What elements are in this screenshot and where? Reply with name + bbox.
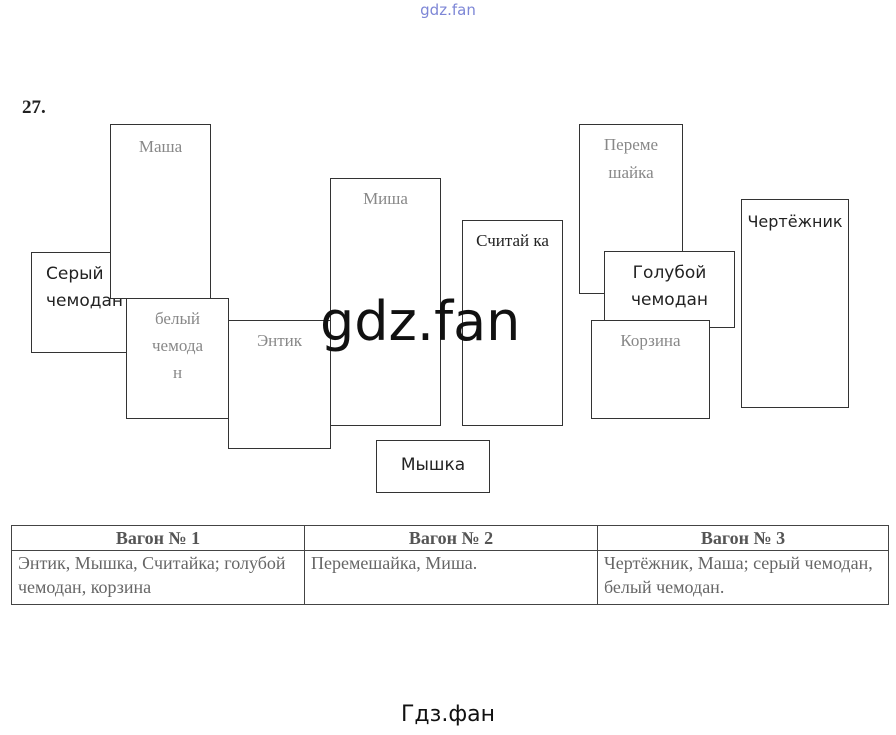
header-wagon-1: Вагон № 1 bbox=[11, 525, 305, 551]
box-schitaika: Считай ка bbox=[462, 220, 563, 426]
box-label: белый чемода н bbox=[151, 309, 204, 382]
box-korzina: Корзина bbox=[591, 320, 710, 419]
box-label: Чертёжник bbox=[747, 212, 843, 231]
box-myshka: Мышка bbox=[376, 440, 490, 493]
wagon-table: Вагон № 1 Вагон № 2 Вагон № 3 Энтик, Мыш… bbox=[11, 525, 889, 605]
box-label: Голубой чемодан bbox=[630, 263, 708, 310]
box-entik: Энтик bbox=[228, 320, 331, 449]
box-misha: Миша bbox=[330, 178, 441, 426]
header-wagon-2: Вагон № 2 bbox=[304, 525, 598, 551]
cell-wagon-3: Чертёжник, Маша; серый чемодан, белый че… bbox=[597, 550, 889, 605]
table-row: Энтик, Мышка, Считайка; голубой чемодан,… bbox=[11, 550, 889, 605]
box-label: Мышка bbox=[400, 455, 466, 475]
box-label: Считай ка bbox=[476, 231, 549, 250]
box-belyi-chemodan: белый чемода н bbox=[126, 298, 229, 419]
box-chertezhnik: Чертёжник bbox=[741, 199, 849, 408]
header-wagon-3: Вагон № 3 bbox=[597, 525, 889, 551]
box-goluboi-chemodan: Голубой чемодан bbox=[604, 251, 735, 328]
watermark-top: gdz.fan bbox=[420, 1, 476, 19]
box-label: Переме шайка bbox=[603, 135, 659, 182]
task-number: 27. bbox=[22, 97, 46, 118]
watermark-center: gdz.fan bbox=[320, 290, 521, 353]
box-masha: Маша bbox=[110, 124, 211, 299]
box-label: Маша bbox=[138, 137, 183, 156]
box-label: Миша bbox=[363, 189, 408, 208]
watermark-bottom: Гдз.фан bbox=[401, 702, 495, 727]
cell-wagon-2: Перемешайка, Миша. bbox=[304, 550, 598, 605]
table-header-row: Вагон № 1 Вагон № 2 Вагон № 3 bbox=[11, 525, 889, 551]
box-label: Корзина bbox=[620, 331, 681, 350]
box-label: Серый чемодан bbox=[46, 264, 124, 311]
box-label: Энтик bbox=[256, 331, 303, 350]
cell-wagon-1: Энтик, Мышка, Считайка; голубой чемодан,… bbox=[11, 550, 305, 605]
